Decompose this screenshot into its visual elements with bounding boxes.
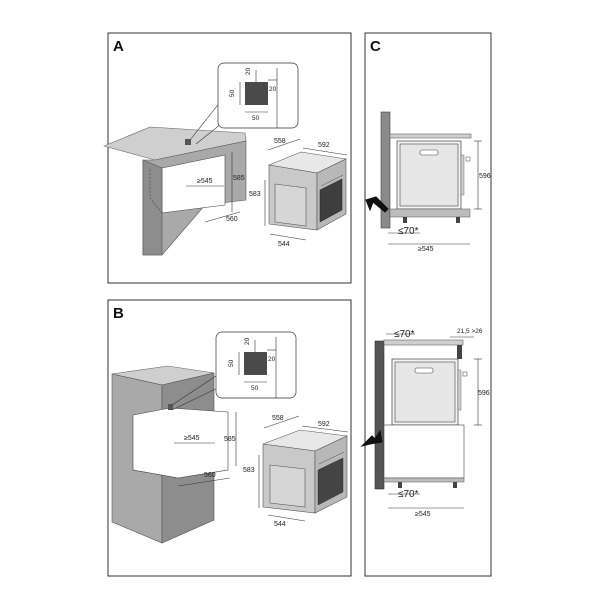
oven-widthtop-label-b: 592 [318,421,330,428]
cab-height-label: 585 [233,175,245,182]
cabinet-side [142,159,163,256]
gap-label-bottom-top: ≤70* [394,329,415,340]
foot-4 [453,482,457,488]
oven-height-label: 583 [249,191,261,198]
oven-widthtop-line-b [301,425,349,433]
countertop [103,126,247,161]
cab-width-label-b: 560 [204,472,216,479]
depth-label-bottom: ≥545 [415,511,431,518]
oven-handle [320,174,344,187]
base-plinth [383,477,465,483]
cab-depth-label: ≥545 [197,178,213,185]
inset-right-label: 20 [269,86,277,93]
oven-depth-line [267,138,301,151]
countertop-side [389,133,472,139]
inset-bottom-label-b: 50 [251,385,259,392]
cabinet-wall-bottom [374,340,385,490]
shelf-top [389,208,471,218]
inner-dash [149,168,163,214]
vent-square-b [244,352,267,375]
airflow-arrow-bottom [360,429,383,447]
oven-widthfront-line-b [267,514,306,522]
cab-height-label-b: 585 [224,436,236,443]
oven-depth-label-b: 558 [272,415,284,422]
panel-c-letter: C [370,38,381,55]
oven-widthfront-label: 544 [278,241,290,248]
oven-handle-top [419,149,439,156]
top-panel-bottom [383,339,464,346]
back-panel-bottom [457,345,462,359]
oven-plug-top [465,156,471,162]
foot-3 [398,482,402,488]
height-label-top: 596 [479,173,491,180]
oven-glass [319,178,343,223]
inset-top-label: 20 [245,67,252,75]
oven-back-bottom [457,369,462,411]
gap-label-top: ≤70* [398,226,419,237]
tall-cab-dash [132,469,229,479]
side-view-bottom: 21,5 >26 ≤70* 596 ≤70* [360,328,490,518]
panel-c: C 596 ≤70* ≥545 21,5 >2 [360,32,492,577]
foot-2 [456,217,460,223]
oven-vent-grid [317,457,344,506]
oven-widthfront-label-b: 544 [274,521,286,528]
oven-back-top [460,154,465,196]
oven-height-label-b: 583 [243,467,255,474]
oven-handle-bottom [414,367,434,374]
vent-slot [185,139,191,145]
oven-a: 558 592 583 544 [249,138,348,248]
depth-label-top: ≥545 [418,246,434,253]
panel-a: A 20 20 50 50 ≥545 [103,32,352,284]
inset-left-label: 50 [229,89,236,97]
height-label-bottom: 596 [478,390,490,397]
side-view-top: 596 ≤70* ≥545 [365,111,491,253]
panel-b: B 20 20 50 50 ≥545 585 [107,299,352,577]
oven-handle-b [318,451,345,465]
inset-a: 20 20 50 50 [217,62,299,129]
gap-label-bottom: ≤70* [398,489,419,500]
cab-width-line [204,211,241,223]
oven-plug-bottom [462,371,468,377]
airflow-arrow-top [365,196,389,213]
oven-widthtop-label: 592 [318,142,330,149]
oven-widthfront-line [269,233,307,241]
inset-bottom-label: 50 [252,115,260,122]
inset-left-label-b: 50 [228,359,235,367]
oven-widthtop-line [302,147,348,156]
oven-door-frame-b [269,464,306,508]
cab-depth-label-b: ≥545 [184,435,200,442]
inset-top-label-b: 20 [244,337,251,345]
base-cabinet [383,424,465,479]
cab-width-label: 560 [226,216,238,223]
panel-a-letter: A [113,38,124,55]
oven-door-frame [274,183,307,227]
inset-right-label-b: 20 [268,356,276,363]
callout-line-b1 [171,375,217,406]
oven-depth-line-b [263,415,300,429]
inset-b: 20 20 50 50 [215,331,297,399]
vent-square [245,82,268,105]
vent-slot-b [168,404,173,410]
panel-b-letter: B [113,305,124,322]
top-gap-label: 21,5 >26 [457,328,483,335]
cabinet-wall-top [380,111,391,229]
oven-depth-label: 558 [274,138,286,145]
foot-1 [403,217,407,223]
cab-width-line-b [177,477,231,487]
oven-b: 558 592 583 544 [243,415,349,528]
